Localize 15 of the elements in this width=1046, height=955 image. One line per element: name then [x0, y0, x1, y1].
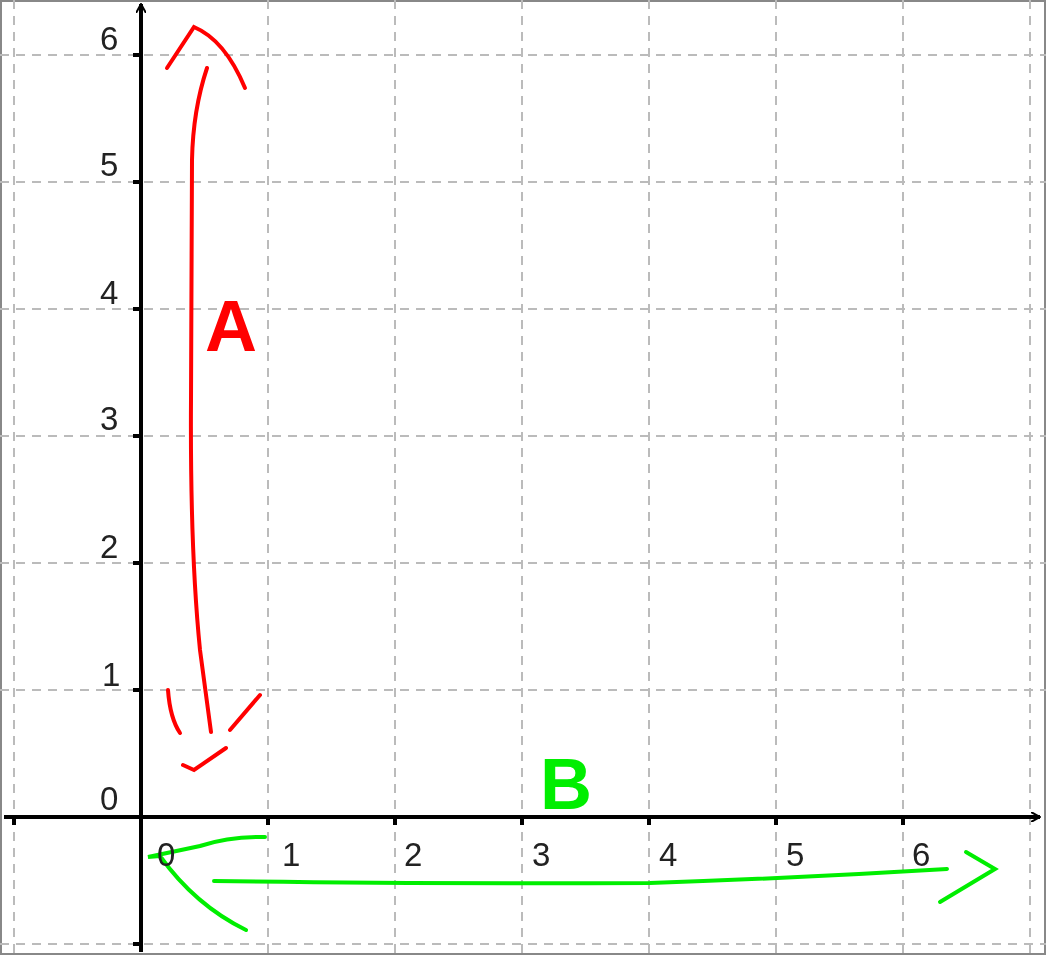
- tick-label: 1: [282, 838, 301, 871]
- arrow-label: B: [540, 748, 592, 820]
- tick-label: 2: [404, 838, 423, 871]
- tick-label: 4: [659, 838, 678, 871]
- tick-label: 1: [102, 658, 121, 691]
- tick-label: 0: [100, 782, 119, 815]
- tick-label: 4: [100, 276, 119, 309]
- arrow-label: A: [205, 290, 257, 362]
- tick-label: 5: [786, 838, 805, 871]
- tick-label: 5: [100, 148, 119, 181]
- tick-label: 2: [100, 530, 119, 563]
- tick-label: 6: [100, 22, 119, 55]
- tick-label: 3: [532, 838, 551, 871]
- tick-label: 6: [912, 838, 931, 871]
- tick-label: 3: [100, 402, 119, 435]
